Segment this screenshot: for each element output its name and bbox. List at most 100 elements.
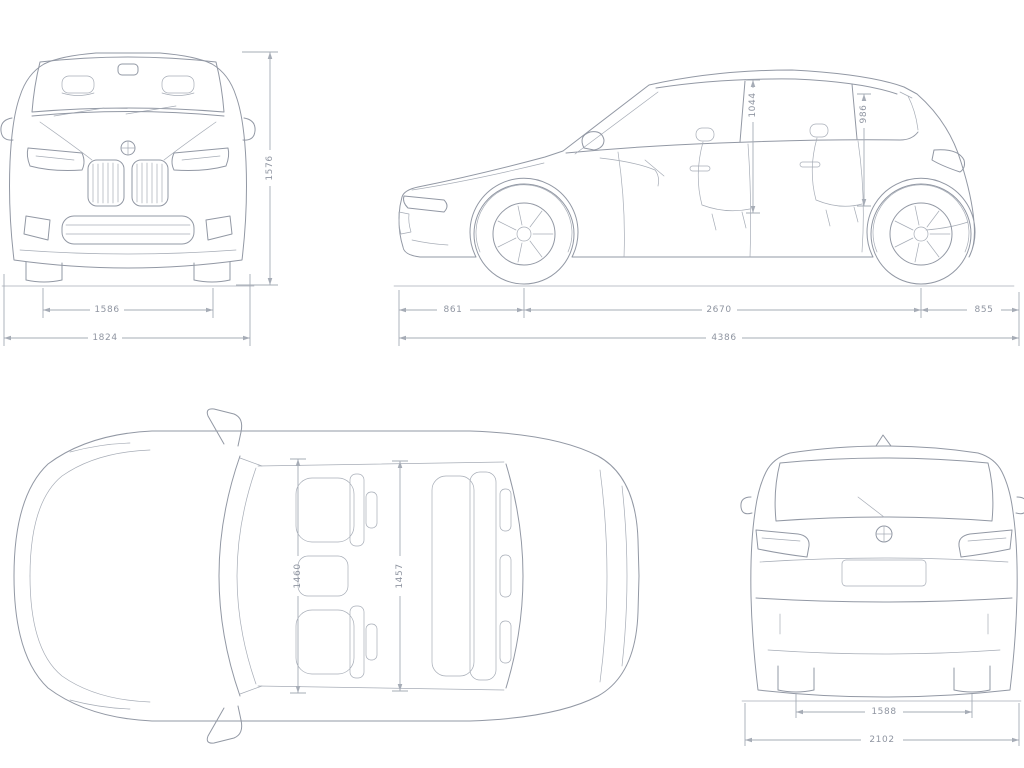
taillight-side <box>931 149 965 173</box>
driver-seat-back <box>349 473 365 547</box>
side-doors <box>617 140 864 258</box>
door-handle-front <box>689 165 711 172</box>
front-grille-side <box>398 211 412 235</box>
tailgate-arcs <box>599 469 628 683</box>
wipers <box>53 105 177 117</box>
driver-headrest <box>365 491 378 529</box>
windshield-arc <box>218 455 241 697</box>
bumper-top-line <box>755 597 1013 603</box>
front-body-outline <box>9 52 247 269</box>
kidney-right <box>131 159 169 207</box>
rearview-mirror <box>117 63 139 76</box>
hood-creases <box>39 121 217 161</box>
rear-arch-inner <box>872 184 970 253</box>
dim-label-track-rear: 1588 <box>871 707 896 717</box>
passenger-seat-cushion <box>295 609 355 675</box>
dashboard-steering <box>599 157 665 187</box>
front-seat <box>697 141 751 231</box>
side-rear-end <box>899 91 969 231</box>
rear-window <box>774 457 994 522</box>
a-pillar-inner <box>574 91 659 155</box>
a-pillar-plan <box>239 457 263 695</box>
b-pillar <box>739 80 746 143</box>
seat-tops <box>61 92 195 96</box>
kidney-left <box>87 159 125 207</box>
rear-bench-cushion <box>431 475 475 677</box>
reflectors <box>779 613 989 635</box>
headrest-right <box>161 75 195 94</box>
wheel-left <box>777 665 815 693</box>
dim-label-length: 4386 <box>711 333 736 343</box>
taillight-accents <box>761 537 1007 542</box>
front-wheels <box>25 261 231 283</box>
bumper-lip <box>19 249 237 255</box>
top-mirror-lower <box>206 705 243 744</box>
side-wheel-rear <box>870 183 972 285</box>
front-mirror-right <box>242 117 256 141</box>
rear-headrest-1 <box>499 488 512 532</box>
dim-rear-track: 1588 <box>795 694 973 718</box>
bmw-roundel-rear <box>875 525 893 543</box>
side-body-outline <box>398 69 976 258</box>
front-view: 1576 1586 1824 <box>0 51 278 346</box>
dim-label-width-overall: 2102 <box>869 735 894 745</box>
dim-label-track-front: 1586 <box>94 305 119 315</box>
spokes-front <box>497 205 554 263</box>
intake-slats <box>65 224 191 235</box>
dim-side-headroom-rear: 986 <box>857 93 871 207</box>
rear-bench-back <box>469 471 497 681</box>
front-seat-headrest <box>695 127 715 142</box>
rear-taillights <box>755 529 1013 558</box>
shark-fin-antenna <box>875 434 892 447</box>
dim-front-width: 1824 <box>3 274 251 346</box>
front-windshield <box>31 56 225 113</box>
front-interior-details <box>53 63 195 117</box>
hood-cutline <box>411 162 545 191</box>
dim-label-width: 1824 <box>92 333 117 343</box>
quarter-window-edge <box>907 95 919 131</box>
dim-label-headroom-front: 1044 <box>748 92 758 117</box>
dim-rear-width: 2102 <box>744 703 1020 746</box>
bmw-roundel-front <box>120 140 136 156</box>
headlight-left <box>26 147 85 171</box>
taillight-left <box>755 529 810 558</box>
cowl-line <box>31 111 225 117</box>
dim-front-height: 1576 <box>236 51 278 286</box>
front-mirror-left <box>0 117 14 141</box>
tire-rear <box>870 183 972 285</box>
roundel-cross <box>120 140 136 156</box>
dim-side-overhang-rear: 855 <box>921 292 1020 346</box>
grille-slats <box>92 162 163 204</box>
rear-tailgate <box>755 557 1013 655</box>
rear-window-arc <box>505 463 524 689</box>
headrest-left <box>61 75 95 94</box>
hood-contour-lower <box>29 575 151 703</box>
dim-top-width-rear: 1457 <box>392 460 408 692</box>
headlight-right <box>171 147 230 171</box>
side-mirror <box>581 131 605 151</box>
dim-label-overhang-front: 861 <box>444 305 463 315</box>
dim-front-track: 1586 <box>42 288 214 318</box>
roundel-cross <box>875 525 893 543</box>
rear-seat <box>811 137 863 227</box>
side-wheel-front <box>473 183 575 285</box>
tailgate-crease <box>759 557 1009 563</box>
dim-label-interior-width-rear: 1457 <box>395 563 405 588</box>
license-plate-recess <box>841 559 927 587</box>
front-arch-inner <box>475 184 573 253</box>
dim-side-overhang-front: 861 <box>398 288 525 346</box>
lower-intake <box>61 215 195 245</box>
cowl-arc <box>236 467 257 685</box>
rear-seat-headrest <box>809 123 829 138</box>
passenger-seat-back <box>349 605 365 679</box>
rear-mirror-right <box>1015 496 1024 515</box>
dim-label-overhang-rear: 855 <box>975 305 994 315</box>
kidney-grille <box>87 159 169 207</box>
rim-rear <box>889 202 953 266</box>
wheel-right <box>193 261 231 283</box>
rear-mirror-left <box>740 496 753 515</box>
dim-side-length: 4386 <box>399 333 1019 343</box>
side-intakes <box>23 215 233 241</box>
